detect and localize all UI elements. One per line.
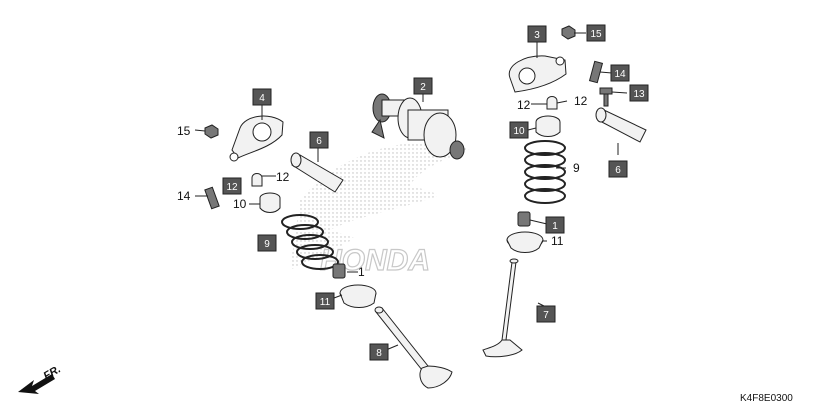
callout-number: 9	[573, 161, 580, 175]
callout-12-box: 12	[222, 177, 242, 195]
callout-box	[586, 24, 606, 42]
callout-box	[536, 305, 556, 323]
callout-number: 8	[376, 348, 382, 359]
valve-spring-left	[281, 214, 339, 270]
callout-14-plain: 14	[177, 189, 191, 203]
front-direction-indicator: FR.	[18, 363, 63, 394]
callout-box	[610, 64, 630, 82]
diagram-code: K4F8E0300	[740, 393, 793, 404]
lock-nut-right	[561, 25, 576, 40]
spring-retainer-right	[535, 115, 561, 137]
lock-nut-left	[204, 124, 219, 139]
callout-number: 2	[420, 82, 426, 93]
callout-2-box: 2	[413, 77, 433, 95]
callout-box	[413, 77, 433, 95]
callout-number: 10	[233, 197, 247, 211]
callout-box	[315, 292, 335, 310]
callout-9-box: 9	[257, 234, 277, 252]
spring-seat-right	[506, 231, 544, 253]
callout-number: 4	[259, 93, 265, 104]
callout-number: 15	[177, 124, 191, 138]
callout-13-box: 13	[629, 84, 649, 102]
callout-number: 12	[276, 170, 290, 184]
cotter-left	[251, 173, 263, 187]
callout-number: 6	[316, 136, 322, 147]
callout-number: 12	[574, 94, 588, 108]
callout-box	[369, 343, 389, 361]
callout-6-box: 6	[309, 131, 329, 149]
callout-14-box: 14	[610, 64, 630, 82]
callout-15-plain: 15	[177, 124, 191, 138]
callout-box	[608, 160, 628, 178]
adjusting-screw-right	[588, 60, 604, 84]
callout-number: 15	[590, 29, 602, 40]
valve-spring-right	[524, 140, 566, 204]
callout-1-box: 1	[545, 216, 565, 234]
callout-box	[222, 177, 242, 195]
callout-9-plain: 9	[573, 161, 580, 175]
callout-box	[545, 216, 565, 234]
callout-number: 3	[534, 30, 540, 41]
callout-number: 11	[320, 297, 331, 308]
callout-number: 14	[177, 189, 191, 203]
stem-seal-left	[332, 263, 346, 279]
spring-seat-left	[339, 284, 377, 308]
camshaft	[371, 93, 465, 160]
spring-retainer-left	[259, 192, 281, 213]
cotter-right	[546, 96, 558, 110]
rocker-arm-right	[508, 55, 567, 93]
callout-12-plain: 12	[517, 98, 531, 112]
callout-7-box: 7	[536, 305, 556, 323]
callout-number: 1	[552, 221, 558, 232]
callout-box	[252, 88, 272, 106]
callout-number: 6	[615, 165, 621, 176]
adjusting-screw-left	[204, 186, 220, 210]
callout-10-plain: 10	[233, 197, 247, 211]
bolt-13	[599, 87, 613, 107]
honda-wing-watermark: HONDA	[290, 142, 470, 278]
callout-box	[509, 121, 529, 139]
callout-10-box: 10	[509, 121, 529, 139]
rocker-arm-left	[229, 115, 284, 162]
callout-1-plain: 1	[358, 265, 365, 279]
valve-intake	[374, 306, 453, 389]
callout-box	[257, 234, 277, 252]
rocker-shaft-right	[595, 107, 647, 143]
stem-seal-right	[517, 211, 531, 227]
callout-11-box: 11	[315, 292, 335, 310]
callout-box	[527, 25, 547, 43]
callout-number: 7	[543, 310, 549, 321]
callout-15-box: 15	[586, 24, 606, 42]
callout-12-plain: 12	[574, 94, 588, 108]
callout-number: 12	[517, 98, 531, 112]
callout-number: 14	[614, 69, 626, 80]
direction-label: FR.	[42, 363, 63, 382]
callout-box	[309, 131, 329, 149]
rocker-shaft-left	[290, 152, 344, 193]
callout-number: 9	[264, 239, 270, 250]
callout-box	[629, 84, 649, 102]
front-arrow-icon	[18, 374, 55, 394]
callout-number: 13	[633, 89, 645, 100]
callout-4-box: 4	[252, 88, 272, 106]
callout-8-box: 8	[369, 343, 389, 361]
callout-11-plain: 11	[551, 234, 564, 248]
callout-12-plain: 12	[276, 170, 290, 184]
callout-number: 11	[551, 234, 564, 248]
valve-exhaust	[482, 258, 523, 358]
callout-number: 12	[226, 182, 238, 193]
callout-3-box: 3	[527, 25, 547, 43]
callout-6-box: 6	[608, 160, 628, 178]
callout-number: 10	[513, 126, 525, 137]
callout-number: 1	[358, 265, 365, 279]
